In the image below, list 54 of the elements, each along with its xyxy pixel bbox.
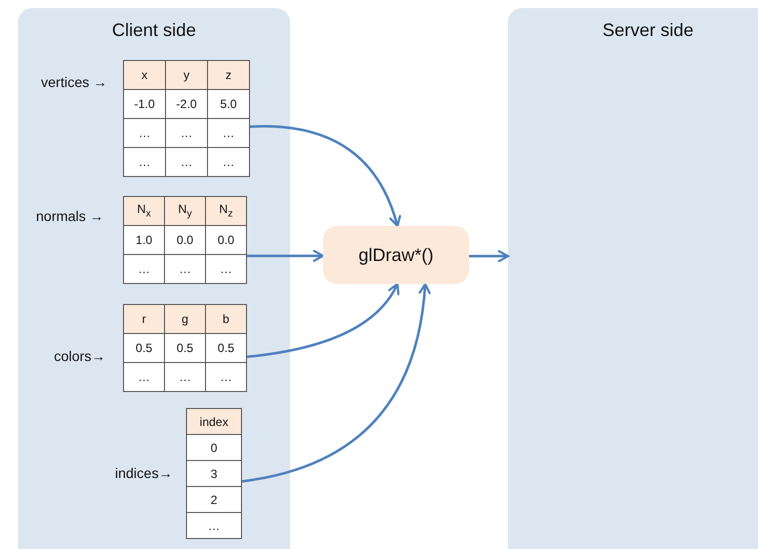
column-header: x: [124, 60, 166, 90]
column-header: N$_{x}$: [124, 196, 164, 226]
table-cell: 5.0: [208, 90, 250, 118]
table-cell: 0.5: [206, 334, 246, 362]
table-cell: 0.5: [124, 334, 164, 362]
table-cell: 0.5: [164, 334, 206, 362]
column-header: N$_{y}$: [164, 196, 206, 226]
table-cell: …: [124, 118, 166, 148]
table-cell: 0.0: [164, 226, 206, 254]
array-label: vertices →: [41, 74, 108, 90]
array-label: colors→: [54, 348, 106, 364]
table-cell: 2: [186, 486, 242, 512]
table-cell: …: [124, 148, 166, 176]
data-table: [186, 408, 242, 539]
panel-title: Server side: [601, 20, 695, 41]
column-header: index: [186, 408, 242, 434]
panel-background: [18, 8, 290, 549]
function-name: glDraw*(): [358, 244, 434, 266]
arrow: [246, 282, 399, 358]
column-header: y: [166, 60, 208, 90]
data-table: [123, 60, 250, 177]
column-header: b: [206, 304, 246, 334]
table-cell: …: [166, 148, 208, 176]
arrow: [242, 282, 430, 483]
column-header: z: [208, 60, 250, 90]
data-table: [123, 196, 247, 284]
column-header: g: [164, 304, 206, 334]
arrow: [469, 250, 510, 262]
arrow: [250, 125, 401, 228]
array-label: normals →: [36, 208, 104, 224]
table-cell: …: [124, 362, 164, 392]
column-header: r: [124, 304, 164, 334]
table-cell: …: [164, 362, 206, 392]
function-box: [323, 226, 469, 284]
table-cell: -2.0: [166, 90, 208, 118]
table-cell: …: [186, 512, 242, 538]
table-cell: …: [208, 118, 250, 148]
arrow: [247, 250, 324, 262]
table-cell: …: [124, 254, 164, 284]
column-header: N$_{z}$: [206, 196, 246, 226]
table-cell: …: [164, 254, 206, 284]
panel-background: [508, 8, 758, 549]
panel-title: Client side: [110, 20, 198, 41]
table-cell: …: [208, 148, 250, 176]
table-cell: 0: [186, 434, 242, 460]
table-cell: 1.0: [124, 226, 164, 254]
table-cell: …: [206, 362, 246, 392]
array-label: indices→: [115, 465, 173, 481]
data-table: [123, 304, 247, 392]
table-cell: -1.0: [124, 90, 166, 118]
table-cell: …: [206, 254, 246, 284]
table-cell: …: [166, 118, 208, 148]
table-cell: 3: [186, 460, 242, 486]
table-cell: 0.0: [206, 226, 246, 254]
